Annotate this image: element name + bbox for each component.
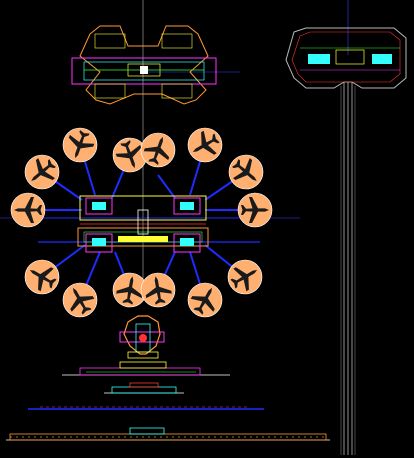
aircraft-stand-pad [226, 258, 264, 296]
elevation-sections [6, 361, 330, 441]
aircraft-stand-pad [226, 153, 266, 191]
aircraft-stand-pad [22, 153, 62, 191]
aircraft-stand-pad [23, 258, 61, 296]
landside-plan [119, 315, 165, 359]
aircraft-stand-pad [186, 126, 224, 164]
aircraft-stands [10, 126, 273, 319]
aircraft-stand-pad [140, 132, 176, 168]
aircraft-stand-pad [10, 192, 46, 228]
aircraft-stand-pad [61, 281, 99, 319]
aircraft-stand-pad [140, 272, 176, 308]
aircraft-stand-pad [237, 192, 273, 228]
terminal-plan-top [71, 25, 217, 105]
aircraft-stand-pad [186, 281, 224, 319]
pier-plan-right [285, 27, 407, 455]
central-concourse [77, 195, 209, 253]
aircraft-stand-pad [62, 127, 98, 163]
